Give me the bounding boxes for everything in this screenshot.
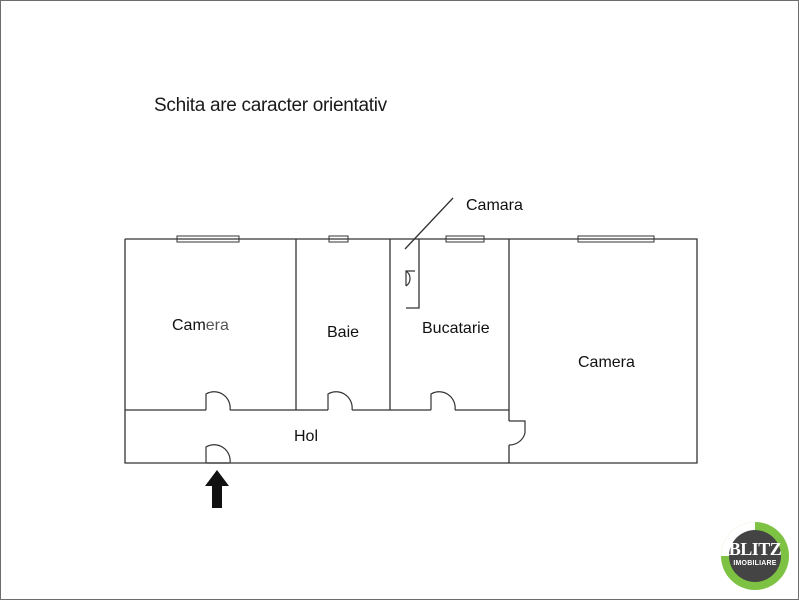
- room-label-camera-left: Camera: [172, 317, 229, 334]
- door-baie: [327, 391, 353, 411]
- camara-leader: [404, 197, 454, 250]
- entrance-arrow-icon: [205, 470, 229, 508]
- room-label-bucatarie: Bucatarie: [422, 320, 490, 337]
- blitz-logo-icon: [721, 522, 789, 590]
- logo-name: BLITZ: [728, 539, 782, 559]
- logo-subtitle: IMOBILIARE: [733, 560, 777, 567]
- door-camera-left: [205, 391, 231, 411]
- camara-wall: [406, 239, 420, 309]
- room-label-camara: Camara: [466, 197, 523, 214]
- room-label-camera-right: Camera: [578, 354, 635, 371]
- door-entrance: [205, 444, 231, 464]
- door-camara: [405, 270, 415, 287]
- room-label-baie: Baie: [327, 324, 359, 341]
- door-bucatarie: [430, 391, 456, 411]
- orientation-note: Schita are caracter orientativ: [154, 95, 387, 116]
- door-camera-right: [508, 420, 526, 446]
- room-label-hol: Hol: [294, 428, 318, 445]
- outer-wall: [124, 238, 698, 464]
